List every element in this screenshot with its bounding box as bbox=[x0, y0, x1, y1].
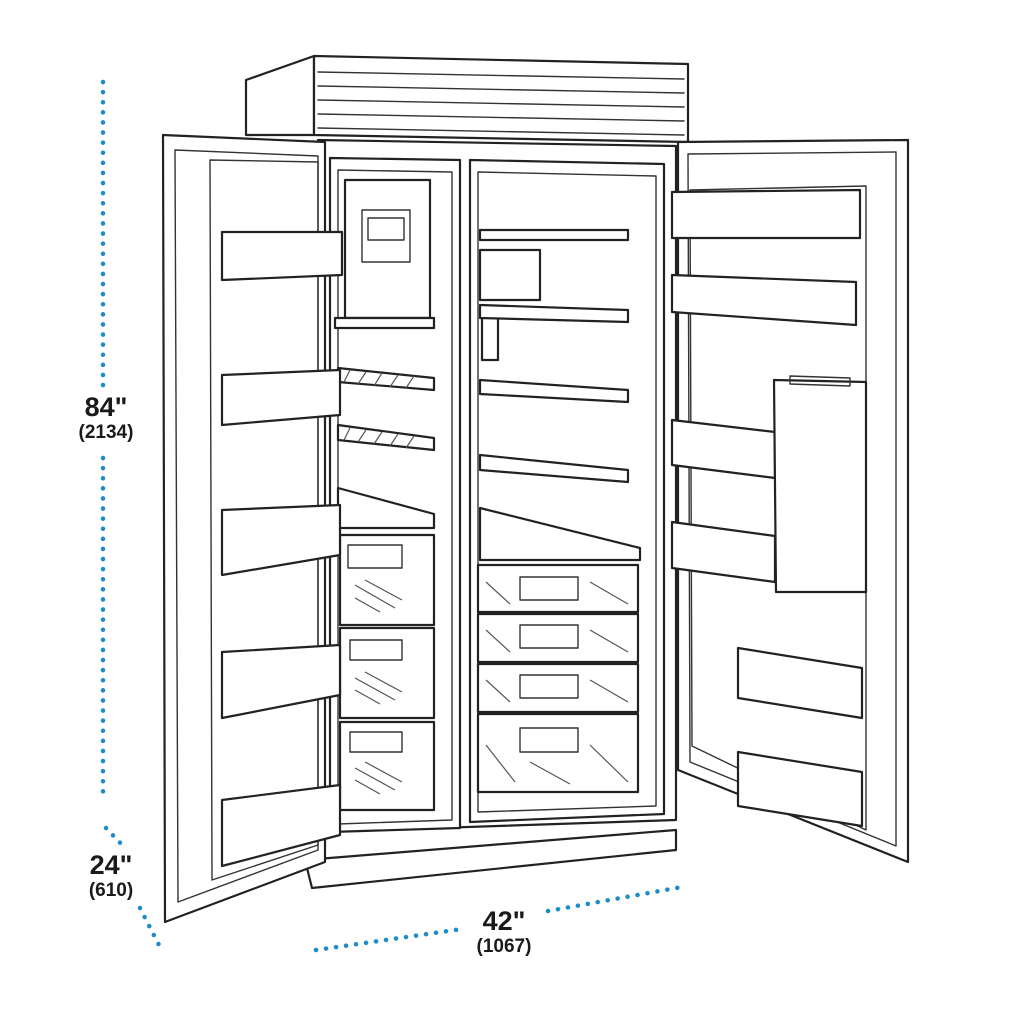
width-dimension-line bbox=[313, 884, 685, 953]
width-label: 42" (1067) bbox=[454, 906, 554, 958]
depth-imperial: 24" bbox=[89, 850, 133, 880]
height-imperial: 84" bbox=[84, 392, 128, 422]
width-metric: (1067) bbox=[476, 936, 532, 957]
height-label: 84" (2134) bbox=[60, 392, 152, 444]
depth-metric: (610) bbox=[88, 880, 134, 901]
refrigerator-line-art-icon bbox=[161, 54, 910, 924]
depth-label: 24" (610) bbox=[66, 850, 156, 902]
height-metric: (2134) bbox=[78, 422, 134, 443]
depth-dimension-line bbox=[103, 825, 163, 950]
width-imperial: 42" bbox=[482, 906, 526, 936]
